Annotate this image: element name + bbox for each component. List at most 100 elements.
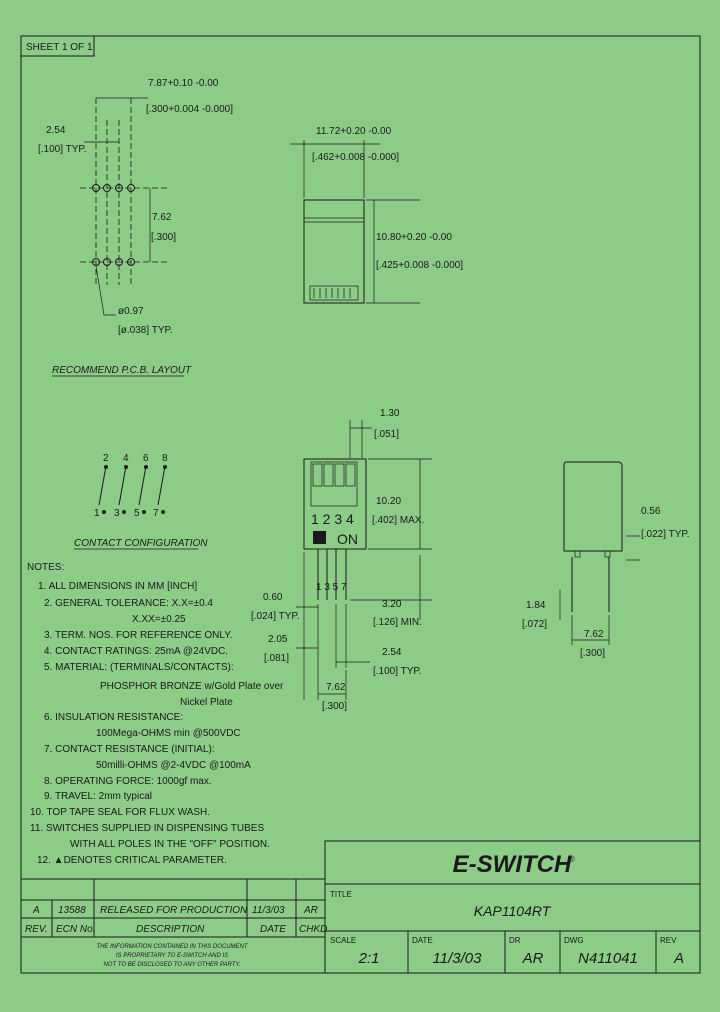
contact-top-pin-1: 2 — [103, 453, 109, 464]
front-digits: 1 2 3 4 — [311, 511, 354, 527]
pcb-pitch-in: [.100] TYP. — [38, 144, 87, 155]
front-knob-mm: 1.30 — [380, 408, 400, 419]
drawn-by-label: DR — [509, 936, 521, 945]
note-item: X.XX=±0.25 — [132, 614, 186, 625]
note-item: 9. TRAVEL: 2mm typical — [44, 791, 152, 802]
disclaimer-line: THE INFORMATION CONTAINED IN THIS DOCUME… — [96, 944, 248, 950]
pcb-row-mm: 7.62 — [152, 212, 172, 223]
contact-caption: CONTACT CONFIGURATION — [74, 538, 208, 549]
rev-row-rev: A — [32, 905, 40, 916]
front-span-mm: 7.62 — [326, 682, 346, 693]
rev-row-ecn: 13588 — [58, 905, 86, 916]
rev-label: REV — [660, 936, 677, 945]
contact-configuration: 2 4 6 8 1 3 5 7 CONTACT CONFIGURATION — [74, 453, 208, 550]
note-item: 2. GENERAL TOLERANCE: X.X=±0.4 — [44, 598, 213, 609]
contact-top-pin-2: 4 — [123, 453, 129, 464]
side-span-in: [.300] — [580, 648, 605, 659]
sheet-label-box — [20, 35, 95, 57]
dwg-value: N411041 — [578, 950, 638, 967]
pcb-hole-mm: ø0.97 — [118, 306, 144, 317]
pcb-row-in: [.300] — [151, 232, 176, 243]
title-label: TITLE — [330, 890, 352, 899]
pcb-hole-in: [ø.038] TYP. — [118, 325, 173, 336]
rev-row-date: 11/3/03 — [252, 905, 285, 916]
note-item: 10. TOP TAPE SEAL FOR FLUX WASH. — [30, 807, 210, 818]
front-height-mm: 10.20 — [376, 496, 401, 507]
pcb-pitch-mm: 2.54 — [46, 125, 66, 136]
rev-header-rev: REV. — [25, 924, 48, 935]
pcb-width-in: [.300+0.004 -0.000] — [146, 104, 233, 115]
top-width-in: [.462+0.008 -0.000] — [312, 152, 399, 163]
rev-value: A — [673, 950, 684, 967]
side-stand-mm: 1.84 — [526, 600, 546, 611]
note-item: 50milli-OHMS @2-4VDC @100mA — [96, 760, 251, 771]
note-item: 12. ▲DENOTES CRITICAL PARAMETER. — [37, 855, 227, 866]
pcb-layout: 7.87+0.10 -0.00 [.300+0.004 -0.000] 2.54… — [38, 78, 233, 377]
note-item: Nickel Plate — [180, 697, 233, 708]
note-item: 1. ALL DIMENSIONS IN MM [INCH] — [38, 581, 197, 592]
side-pin-in: [.022] TYP. — [641, 529, 690, 540]
contact-top-pin-4: 8 — [162, 453, 168, 464]
note-item: WITH ALL POLES IN THE "OFF" POSITION. — [70, 839, 270, 850]
note-item: PHOSPHOR BRONZE w/Gold Plate over — [100, 681, 284, 692]
note-item: 3. TERM. NOS. FOR REFERENCE ONLY. — [44, 630, 232, 641]
top-height-in: [.425+0.008 -0.000] — [376, 260, 463, 271]
top-view: 11.72+0.20 -0.00 [.462+0.008 -0.000] 10.… — [290, 126, 463, 304]
front-on-label: ON — [337, 531, 358, 547]
front-lead-mm: 3.20 — [382, 599, 402, 610]
notes: NOTES: 1. ALL DIMENSIONS IN MM [INCH] 2.… — [27, 562, 284, 866]
contact-top-pin-3: 6 — [143, 453, 149, 464]
rev-header-date: DATE — [260, 924, 286, 935]
pcb-caption: RECOMMEND P.C.B. LAYOUT — [52, 365, 192, 376]
revision-block: A 13588 RELEASED FOR PRODUCTION 11/3/03 … — [20, 878, 327, 974]
top-width-mm: 11.72+0.20 -0.00 — [316, 126, 392, 137]
title-value: KAP1104RT — [474, 903, 552, 919]
scale-label: SCALE — [330, 936, 356, 945]
rev-row-chkd: AR — [303, 905, 318, 916]
contact-bottom-pin-3: 5 — [134, 508, 140, 519]
front-pitch-in: [.100] TYP. — [373, 666, 422, 677]
note-item: 100Mega-OHMS min @500VDC — [96, 728, 241, 739]
disclaimer-line: IS PROPRIETARY TO E-SWITCH AND IS — [116, 953, 228, 959]
rev-header-chkd: CHKD — [299, 924, 327, 935]
contact-bottom-pin-4: 7 — [153, 508, 159, 519]
note-item: 8. OPERATING FORCE: 1000gf max. — [44, 776, 212, 787]
drawn-by-value: AR — [522, 950, 544, 967]
note-item: 6. INSULATION RESISTANCE: — [44, 712, 183, 723]
contact-bottom-pin-1: 1 — [94, 508, 100, 519]
top-height-mm: 10.80+0.20 -0.00 — [376, 232, 452, 243]
pcb-width-mm: 7.87+0.10 -0.00 — [148, 78, 219, 89]
front-knob-in: [.051] — [374, 429, 399, 440]
rev-header-description: DESCRIPTION — [136, 924, 205, 935]
registered-mark-icon: ® — [568, 854, 575, 864]
sheet-label: SHEET 1 OF 1 — [26, 42, 93, 53]
disclaimer-line: NOT TO BE DISCLOSED TO ANY OTHER PARTY. — [103, 962, 240, 968]
front-side-in: [.081] — [264, 653, 289, 664]
brand-logo: E-SWITCH — [453, 851, 572, 878]
note-item: 7. CONTACT RESISTANCE (INITIAL): — [44, 744, 215, 755]
side-pin-mm: 0.56 — [641, 506, 661, 517]
front-height-in: [.402] MAX. — [372, 515, 424, 526]
title-block: E-SWITCH ® TITLE KAP1104RT SCALE 2:1 DAT… — [324, 840, 701, 974]
front-pin-labels: 1 3 5 7 — [316, 582, 347, 593]
front-lead-in: [.126] MIN. — [373, 617, 422, 628]
scale-value: 2:1 — [358, 950, 380, 967]
note-item: 5. MATERIAL: (TERMINALS/CONTACTS): — [44, 662, 234, 673]
front-pin-mm: 0.60 — [263, 592, 283, 603]
rev-header-ecn: ECN No. — [56, 924, 95, 935]
note-item: 4. CONTACT RATINGS: 25mA @24VDC. — [44, 646, 228, 657]
front-side-mm: 2.05 — [268, 634, 288, 645]
side-stand-in: [.072] — [522, 619, 547, 630]
side-view: 0.56 [.022] TYP. 1.84 [.072] 7.62 [.300] — [522, 461, 690, 659]
contact-bottom-pin-2: 3 — [114, 508, 120, 519]
front-pin-in: [.024] TYP. — [251, 611, 300, 622]
side-span-mm: 7.62 — [584, 629, 604, 640]
notes-heading: NOTES: — [27, 562, 64, 573]
date-value: 11/3/03 — [433, 950, 483, 967]
date-label: DATE — [412, 936, 433, 945]
front-view: 1 2 3 4 ON 1 3 5 7 1.30 [.051] 10.20 [.4… — [251, 408, 432, 712]
front-span-in: [.300] — [322, 701, 347, 712]
note-item: 11. SWITCHES SUPPLIED IN DISPENSING TUBE… — [30, 823, 264, 834]
